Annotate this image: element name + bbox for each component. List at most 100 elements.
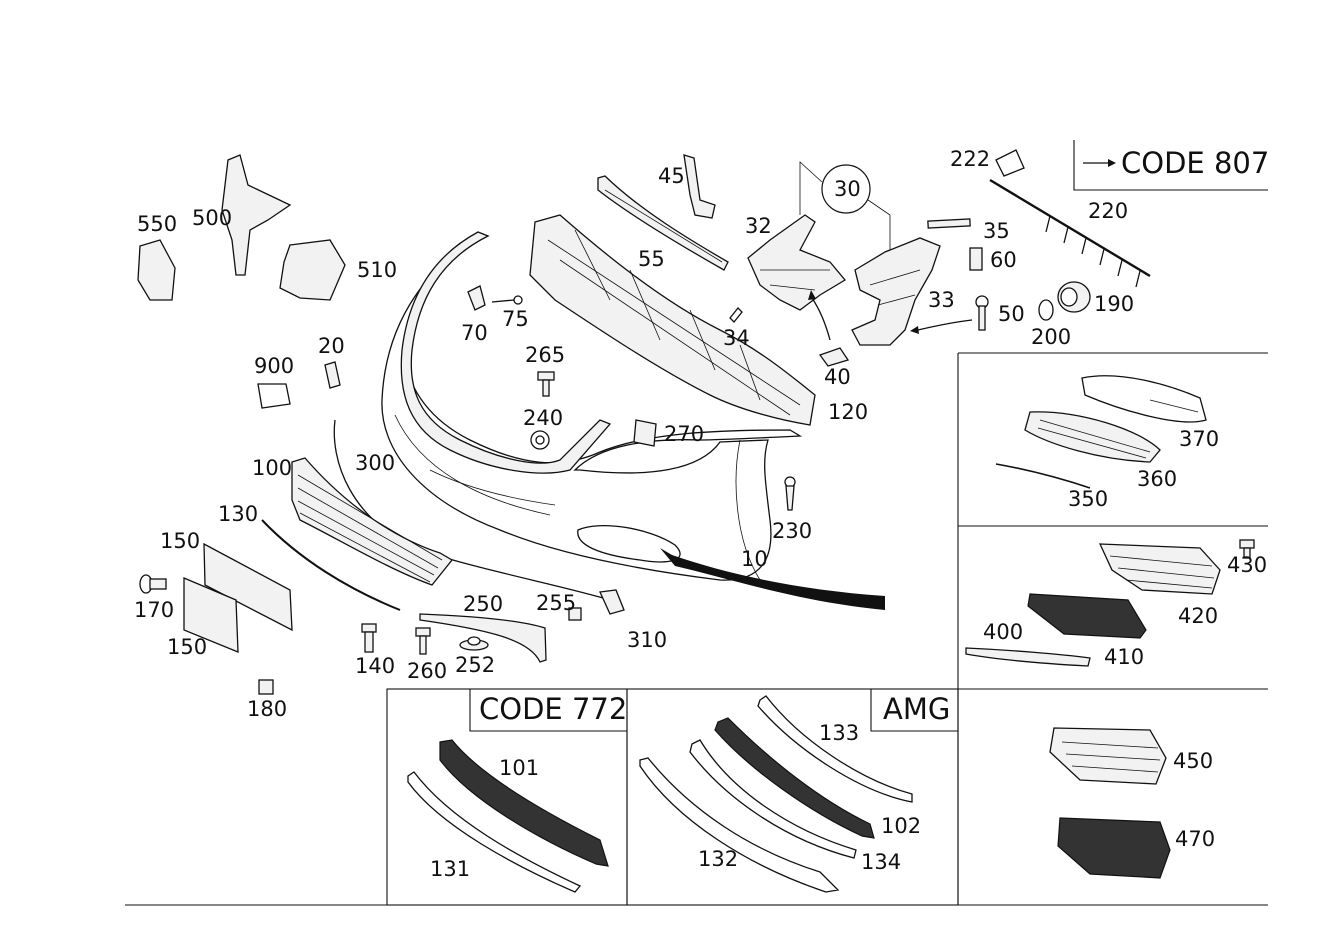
callout-370: 370 (1179, 427, 1220, 451)
callout-430: 430 (1227, 553, 1268, 577)
code-807-label: CODE 807 (1121, 146, 1270, 180)
callout-360: 360 (1137, 467, 1178, 491)
trim-strip-350 (995, 463, 1091, 489)
side-bracket-right-33 (851, 237, 941, 346)
pin-34 (729, 307, 743, 323)
parking-sensor-190 (1057, 281, 1091, 313)
callout-900: 900 (254, 354, 295, 378)
clip-170 (139, 574, 167, 594)
callout-40: 40 (824, 365, 851, 389)
bolt-75 (491, 295, 523, 305)
bumper-cover (381, 237, 803, 581)
callout-550: 550 (137, 212, 178, 236)
grille-450 (1049, 727, 1167, 785)
callout-100: 100 (252, 456, 293, 480)
sensor-ring-200 (1038, 299, 1054, 321)
trim-132 (639, 757, 840, 893)
callout-270: 270 (664, 422, 705, 446)
callout-222: 222 (950, 147, 991, 171)
callout-134: 134 (861, 850, 902, 874)
callout-410: 410 (1104, 645, 1145, 669)
grille-470 (1057, 817, 1171, 879)
fog-trim-ring-370 (1081, 375, 1207, 423)
callout-55: 55 (638, 247, 665, 271)
clip-60 (969, 247, 983, 271)
callout-470: 470 (1175, 827, 1216, 851)
license-plate-bracket-150b (183, 577, 239, 653)
small-strip-35 (927, 218, 971, 229)
callout-300: 300 (355, 451, 396, 475)
code-772-label: CODE 772 (479, 692, 628, 726)
license-plate-bracket-150a (203, 542, 293, 632)
fog-grille-360 (1024, 411, 1161, 463)
screw-50 (975, 295, 989, 331)
trim-131 (407, 771, 582, 893)
callout-45: 45 (658, 164, 685, 188)
arrow-to-bumper-opening (660, 548, 885, 610)
callout-10: 10 (741, 547, 768, 571)
label-900 (257, 383, 291, 409)
grommet-252 (459, 636, 489, 651)
callout-33: 33 (928, 288, 955, 312)
trim-133 (757, 695, 913, 803)
arrow-40-to-32 (808, 290, 831, 341)
callout-180: 180 (247, 697, 288, 721)
callout-220: 220 (1088, 199, 1129, 223)
callout-20: 20 (318, 334, 345, 358)
callout-131: 131 (430, 857, 471, 881)
grille-102 (714, 717, 875, 839)
callout-50: 50 (998, 302, 1025, 326)
pad-270 (633, 419, 657, 447)
callout-140: 140 (355, 654, 396, 678)
callout-200: 200 (1031, 325, 1072, 349)
trim-400 (965, 647, 1091, 667)
callout-32: 32 (745, 214, 772, 238)
trim-134 (689, 739, 857, 859)
callout-150b: 150 (167, 635, 208, 659)
callout-35: 35 (983, 219, 1010, 243)
callout-102: 102 (881, 814, 922, 838)
callout-34: 34 (723, 326, 750, 350)
callout-250: 250 (463, 592, 504, 616)
callout-70: 70 (461, 321, 488, 345)
callout-101: 101 (499, 756, 540, 780)
callout-255: 255 (536, 591, 577, 615)
callout-252: 252 (455, 653, 496, 677)
amg-label: AMG (883, 692, 951, 726)
callout-240: 240 (523, 406, 564, 430)
nut-240 (530, 430, 550, 450)
arrow-50-to-33 (910, 319, 973, 334)
clip-255 (568, 607, 582, 621)
callout-310: 310 (627, 628, 668, 652)
wheel-arch-liner-500 (221, 154, 292, 276)
nut-180 (258, 679, 274, 695)
callout-420: 420 (1178, 604, 1219, 628)
callout-30: 30 (834, 177, 861, 201)
callout-30-leader (799, 161, 891, 250)
trim-250 (419, 613, 547, 663)
callout-150a: 150 (160, 529, 201, 553)
grille-410 (1027, 593, 1147, 639)
connector-310 (599, 589, 625, 615)
grille-420 (1098, 543, 1221, 595)
screw-430 (1239, 539, 1255, 559)
callout-75: 75 (502, 307, 529, 331)
grille-101 (439, 739, 609, 867)
air-duct-510 (279, 239, 346, 301)
callout-400: 400 (983, 620, 1024, 644)
screw-260 (415, 627, 431, 655)
clip-40 (818, 347, 850, 367)
wiring-harness-220 (989, 178, 1151, 288)
callout-120: 120 (828, 400, 869, 424)
panel-frames (125, 140, 1268, 906)
clip-140 (361, 623, 377, 653)
connector-222 (995, 149, 1025, 177)
callout-170: 170 (134, 598, 175, 622)
callout-132: 132 (698, 847, 739, 871)
screw-230 (784, 476, 796, 511)
callout-260: 260 (407, 659, 448, 683)
bracket-70 (467, 285, 486, 311)
side-bracket-left-32 (747, 214, 846, 311)
callout-133: 133 (819, 721, 860, 745)
